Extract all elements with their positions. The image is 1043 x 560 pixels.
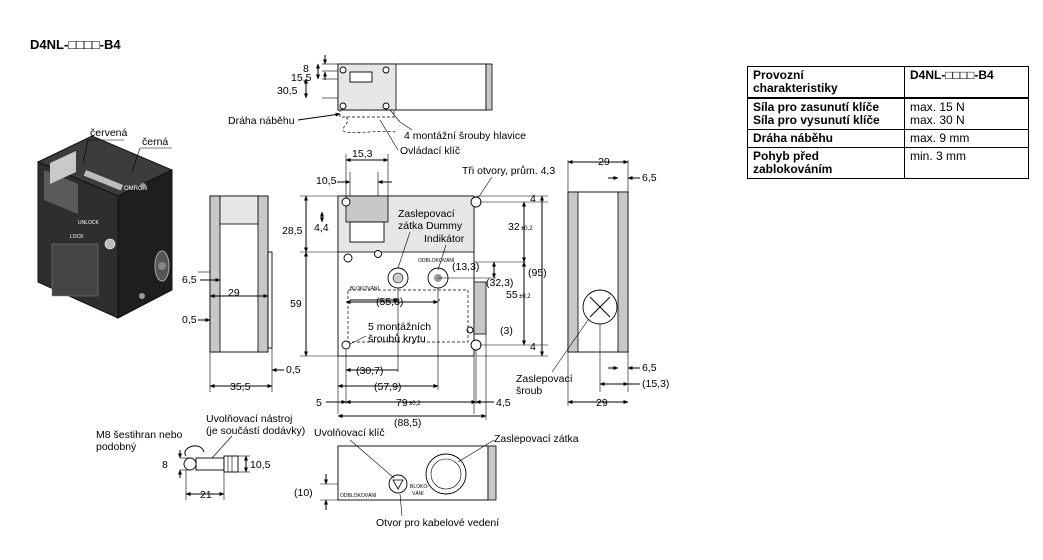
dim-55: 55 xyxy=(506,289,518,301)
dim-5: 5 xyxy=(316,397,322,409)
bottom-view: ODBLOKOVÁNÍ BLOKO- VÁNÍ Uvolňovací klíč … xyxy=(294,427,579,529)
release-tool: Uvolňovací nástroj (je součástí dodávky)… xyxy=(96,413,305,501)
label-cervena: červená xyxy=(90,127,128,139)
omron-logo: OMRON xyxy=(124,186,147,192)
label-uvolnovaci-klic: Uvolňovací klíč xyxy=(314,427,385,439)
marking-odblokovani-front: ODBLOKOVÁNÍ xyxy=(418,257,455,264)
dim-55-tol: ±0,2 xyxy=(519,294,531,300)
dim-15-3-side: (15,3) xyxy=(642,378,669,390)
dim-15-5: 15,5 xyxy=(291,72,312,84)
dim-10-5-tool: 10,5 xyxy=(250,459,271,471)
label-montazni-srouby-hlavice: 4 montážní šrouby hlavice xyxy=(404,130,526,142)
table-row-label: Síla pro zasunutí klíče Síla pro vysunut… xyxy=(747,97,905,130)
table-row-value: max. 9 mm xyxy=(904,129,1029,148)
dim-29-bot: 29 xyxy=(596,397,608,409)
label-montaznich-sroubu-2: šroubů krytu xyxy=(368,333,426,345)
table-row-value: min. 3 mm xyxy=(904,147,1029,179)
label-zaslepovaci-sroub-1: Zaslepovací xyxy=(516,373,573,385)
unlock-marking: UNLOCK xyxy=(78,220,100,226)
dim-4-b: 4 xyxy=(530,341,536,353)
label-zaslepovaci-dummy-1: Zaslepovací xyxy=(398,208,455,220)
table-header-label: Provozní charakteristiky xyxy=(747,66,905,99)
label-m8-2: podobný xyxy=(96,441,137,453)
label-zaslepovaci-sroub-2: šroub xyxy=(516,385,542,397)
left-side-view: 29 6,5 0,5 35,5 0,5 xyxy=(182,195,301,393)
dim-6-5-top: 6,5 xyxy=(642,172,657,184)
label-indikator: Indikátor xyxy=(424,233,465,245)
marking-blokovani-front: BLOKOVÁNÍ xyxy=(350,285,380,292)
table-row-label: Pohyb před zablokováním xyxy=(747,147,905,179)
dim-32: 32 xyxy=(508,221,520,233)
dim-10-bot: (10) xyxy=(294,487,313,499)
table-header-row: Provozní charakteristiky D4NL-□□□□-B4 xyxy=(747,66,1029,99)
label-montaznich-sroubu-1: 5 montážních xyxy=(368,321,431,333)
label-otvor-kabelove: Otvor pro kabelové vedení xyxy=(376,517,499,529)
dim-0-5-left: 0,5 xyxy=(182,314,197,326)
dim-59: 59 xyxy=(290,298,302,310)
dim-57-9: (57,9) xyxy=(374,381,401,393)
dim-15-3: 15,3 xyxy=(352,148,373,160)
front-view: ODBLOKOVÁNÍ BLOKOVÁNÍ Zaslepovací zátka … xyxy=(282,148,555,429)
dim-79: 79 xyxy=(396,397,408,409)
dim-79-tol: ±0,2 xyxy=(409,401,421,407)
table-row: Pohyb před zablokováním min. 3 mm xyxy=(747,147,1029,179)
dim-35-5: 35,5 xyxy=(230,381,251,393)
marking-blokovani-2a: BLOKO- xyxy=(410,484,429,490)
right-side-view: 29 6,5 6,5 (15,3) 29 Zaslepovací šroub xyxy=(516,156,669,409)
label-zaslepovaci-zatka: Zaslepovací zátka xyxy=(494,433,579,445)
label-m8-1: M8 šestihran nebo xyxy=(96,429,183,441)
model-title: D4NL-□□□□-B4 xyxy=(30,37,121,52)
marking-blokovani-2b: VÁNÍ xyxy=(412,490,424,497)
label-uvolnovaci-nastroj-1: Uvolňovací nástroj xyxy=(206,413,292,425)
dim-30-7: (30,7) xyxy=(356,365,383,377)
dim-88-5: (88,5) xyxy=(394,417,421,429)
dim-29-left: 29 xyxy=(228,287,240,299)
dim-4-5: 4,5 xyxy=(496,397,511,409)
label-uvolnovaci-nastroj-2: (je součástí dodávky) xyxy=(206,425,305,437)
dim-6-5-left: 6,5 xyxy=(182,274,197,286)
dim-4-a: 4 xyxy=(530,193,536,205)
dim-10-5-top: 10,5 xyxy=(316,175,337,187)
dim-4-4: 4,4 xyxy=(314,222,329,234)
marking-odblokovani-bottom: ODBLOKOVÁNÍ xyxy=(340,492,377,499)
dim-29-side: 29 xyxy=(598,156,610,168)
dim-95: (95) xyxy=(528,267,547,279)
label-tri-otvory: Tři otvory, prům. 4,3 xyxy=(462,165,555,177)
dim-3: (3) xyxy=(500,325,513,337)
dim-32-3: (32,3) xyxy=(486,277,513,289)
table-row: Síla pro zasunutí klíče Síla pro vysunut… xyxy=(747,97,1029,130)
table-row: Dráha náběhu max. 9 mm xyxy=(747,129,1029,148)
dim-0-5-bot: 0,5 xyxy=(286,364,301,376)
dim-21: 21 xyxy=(200,489,212,501)
table-row-label: Dráha náběhu xyxy=(747,129,905,148)
operating-characteristics-table: Provozní charakteristiky D4NL-□□□□-B4 Sí… xyxy=(747,66,1029,179)
dim-55-8: (55,8) xyxy=(376,296,403,308)
top-view: 8 15,5 30,5 Dráha náběhu 4 montážní šrou… xyxy=(228,55,526,157)
label-draha-nabehu: Dráha náběhu xyxy=(228,115,295,127)
dim-32-tol: ±0,2 xyxy=(521,226,533,232)
dim-30-5: 30,5 xyxy=(277,85,298,97)
dim-6-5-bot: 6,5 xyxy=(642,362,657,374)
table-row-value: max. 15 N max. 30 N xyxy=(904,97,1029,130)
table-header-model: D4NL-□□□□-B4 xyxy=(904,66,1029,99)
dim-13-3: (13,3) xyxy=(452,261,479,273)
dim-28-5: 28,5 xyxy=(282,225,303,237)
product-photo: OMRON UNLOCK LOCK červená černá xyxy=(36,127,174,319)
label-ovladaci-klic: Ovládací klíč xyxy=(400,145,460,157)
dim-8-top: 8 xyxy=(303,63,309,75)
lock-marking: LOCK xyxy=(70,234,84,240)
label-cerna: černá xyxy=(142,136,168,148)
dim-8-tool: 8 xyxy=(162,459,168,471)
label-zaslepovaci-dummy-2: zátka Dummy xyxy=(398,220,463,232)
